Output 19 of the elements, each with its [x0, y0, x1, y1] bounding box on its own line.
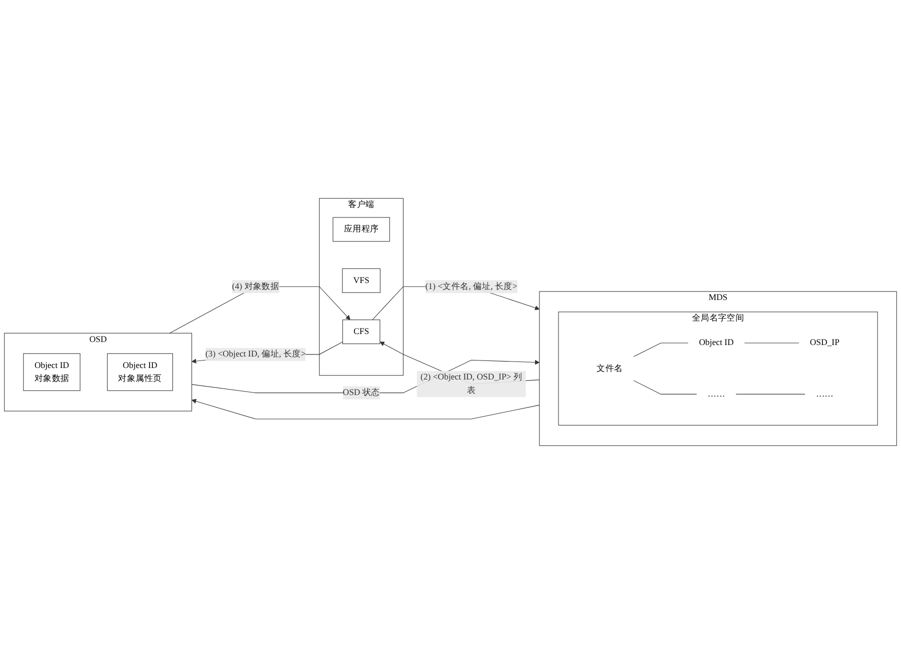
node-box: VFS	[342, 268, 380, 294]
node-box: Object ID 对象属性页	[107, 354, 173, 392]
node-box: CFS	[342, 320, 380, 345]
node-text: OSD_IP	[810, 338, 840, 348]
connector	[633, 343, 688, 358]
edge-label: (3) <Object ID, 偏址, 长度>	[205, 350, 306, 360]
connector	[736, 394, 806, 395]
node-text: ……	[816, 390, 834, 400]
edge-label: (1) <文件名, 偏址, 长度>	[425, 282, 518, 292]
node-text: Object ID	[699, 338, 734, 348]
edge-label: (2) <Object ID, OSD_IP> 列表	[420, 373, 522, 396]
node-text: 文件名	[596, 364, 623, 374]
edge-label: OSD 状态	[342, 388, 380, 398]
node-text: ……	[708, 390, 726, 400]
node-box: Object ID 对象数据	[23, 354, 80, 392]
node-box: 应用程序	[332, 218, 390, 242]
connector	[633, 380, 697, 395]
arrow	[192, 399, 540, 420]
edge-label: (4) 对象数据	[232, 282, 280, 292]
